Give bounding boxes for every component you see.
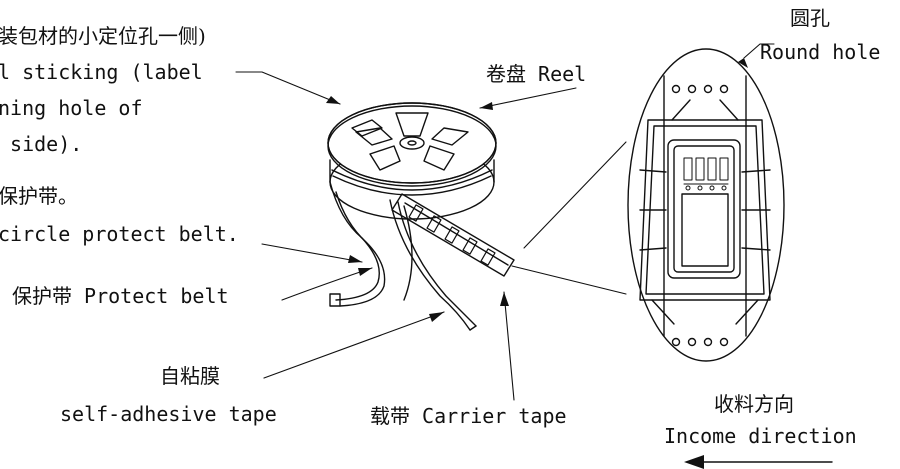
income-direction-label-zh: 收料方向 (714, 392, 794, 416)
sticking-label-en-2: ning hole of (0, 96, 143, 120)
circle-protect-label-en: circle protect belt. (0, 222, 239, 246)
reel-label: 卷盘 Reel (486, 62, 587, 86)
protect-belt-label: 保护带 Protect belt (12, 284, 229, 308)
round-hole-label-zh: 圆孔 (790, 6, 830, 30)
reel-icon (327, 102, 497, 220)
sticking-label-en-1: l sticking (label (0, 60, 203, 84)
sticking-label-en-3: side). (0, 132, 83, 156)
round-hole-label-en: Round hole (760, 40, 881, 64)
direction-arrow-icon (684, 455, 833, 469)
income-direction-label-en: Income direction (664, 424, 857, 448)
leader-lines (235, 43, 775, 401)
self-adhesive-label-en: self-adhesive tape (60, 402, 277, 426)
sticking-label-zh: 装包材的小定位孔一侧) (0, 24, 206, 48)
carrier-tape-label: 载带 Carrier tape (370, 404, 567, 428)
circle-protect-label-zh: 保护带。 (0, 184, 78, 208)
leader-arrowheads (326, 58, 748, 322)
tapes-icon (329, 181, 515, 331)
self-adhesive-label-zh: 自粘膜 (160, 364, 220, 388)
carrier-tape-detail-icon (627, 48, 785, 362)
